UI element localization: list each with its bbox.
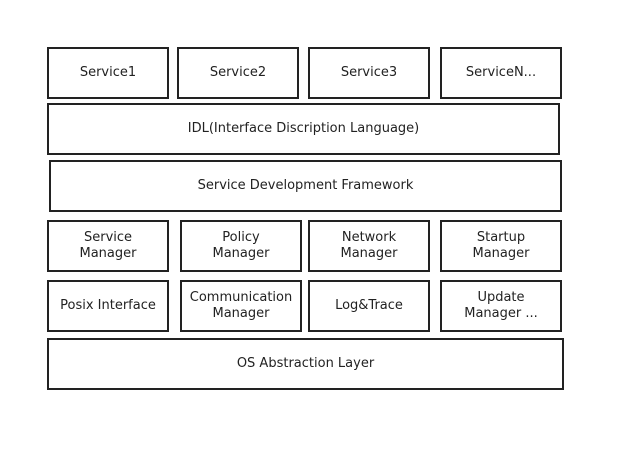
service3-label: Service3 [340, 65, 398, 80]
startup-manager-box: Startup Manager [440, 220, 562, 272]
log-trace-box: Log&Trace [308, 280, 430, 332]
service1-box: Service1 [47, 47, 169, 99]
log-trace-label: Log&Trace [335, 298, 403, 313]
idl-layer-label: IDL(Interface Discription Language) [187, 121, 420, 136]
service-manager-label: Service Manager [79, 230, 137, 261]
os-abstraction-layer-label: OS Abstraction Layer [236, 356, 375, 371]
posix-interface-box: Posix Interface [47, 280, 169, 332]
network-manager-box: Network Manager [308, 220, 430, 272]
update-manager-box: Update Manager ... [440, 280, 562, 332]
service-development-framework-label: Service Development Framework [197, 178, 414, 193]
policy-manager-label: Policy Manager [212, 230, 270, 261]
service-development-framework-box: Service Development Framework [49, 160, 562, 212]
startup-manager-label: Startup Manager [472, 230, 530, 261]
network-manager-label: Network Manager [340, 230, 398, 261]
service3-box: Service3 [308, 47, 430, 99]
service-manager-box: Service Manager [47, 220, 169, 272]
service2-label: Service2 [209, 65, 267, 80]
policy-manager-box: Policy Manager [180, 220, 302, 272]
service1-label: Service1 [79, 65, 137, 80]
service2-box: Service2 [177, 47, 299, 99]
os-abstraction-layer-box: OS Abstraction Layer [47, 338, 564, 390]
idl-layer-box: IDL(Interface Discription Language) [47, 103, 560, 155]
posix-interface-label: Posix Interface [60, 298, 156, 313]
serviceN-box: ServiceN... [440, 47, 562, 99]
communication-manager-label: Communication Manager [189, 290, 293, 321]
serviceN-label: ServiceN... [465, 65, 537, 80]
update-manager-label: Update Manager ... [464, 290, 538, 321]
communication-manager-box: Communication Manager [180, 280, 302, 332]
